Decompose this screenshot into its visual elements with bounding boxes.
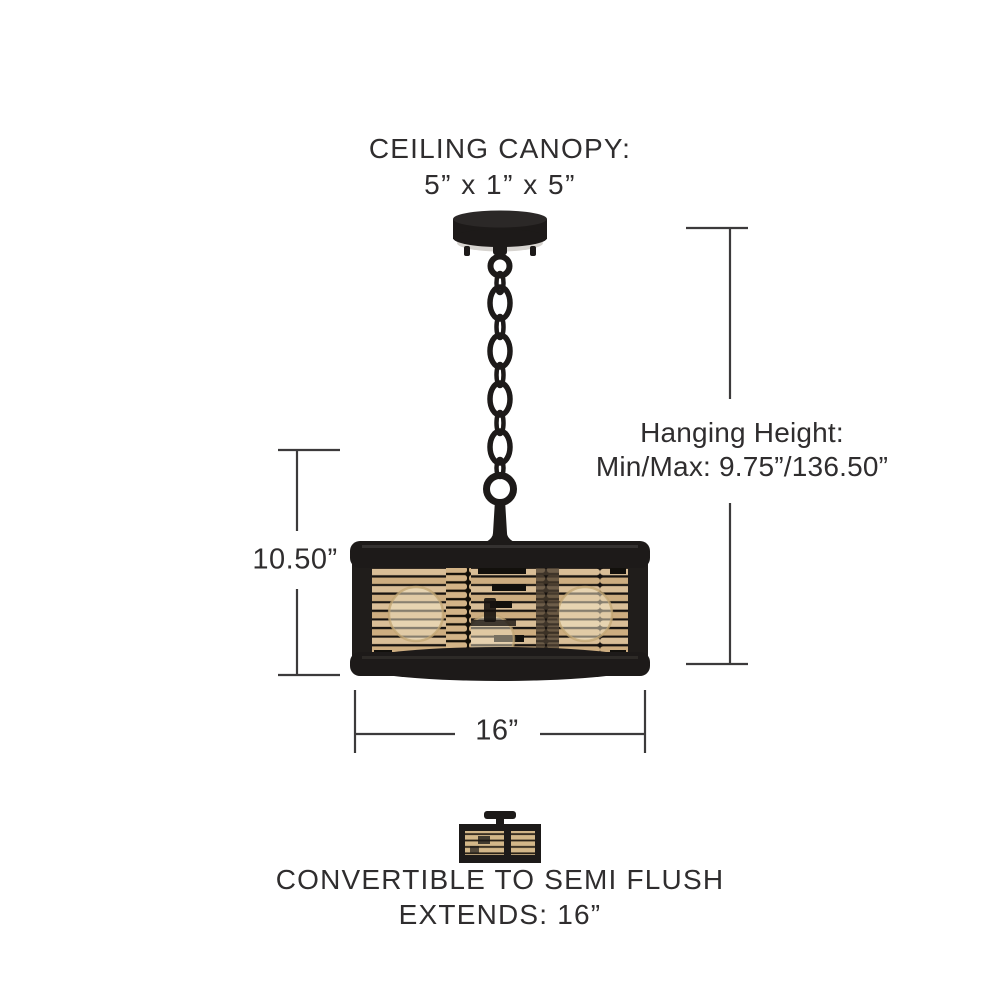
rattan-strip (446, 566, 471, 658)
ceiling-canopy-icon (453, 210, 547, 256)
ceiling-canopy-title: CEILING CANOPY: (368, 133, 632, 164)
hanging-height-annotation: Hanging Height: Min/Max: 9.75”/136.50” (596, 416, 888, 484)
semi-flush-annotation: CONVERTIBLE TO SEMI FLUSH EXTENDS: 16” (276, 862, 725, 932)
hanging-height-title: Hanging Height: (640, 417, 844, 448)
hanging-chain-icon (483, 253, 517, 506)
convertible-text: CONVERTIBLE TO SEMI FLUSH (275, 864, 725, 895)
drum-shade-icon (350, 541, 650, 681)
height-dimension-line (278, 448, 340, 677)
ceiling-canopy-size: 5” x 1” x 5” (424, 169, 576, 200)
fixture-width-annotation: 16” (475, 714, 519, 747)
light-bulbs-icon (387, 585, 614, 665)
semi-flush-icon (459, 811, 541, 863)
drum-post (536, 566, 559, 658)
drum-post (628, 556, 648, 664)
ceiling-canopy-annotation: CEILING CANOPY: 5” x 1” x 5” (369, 131, 631, 203)
hanging-height-dimension-line (686, 226, 748, 666)
width-dimension-line (353, 690, 647, 753)
extends-text: EXTENDS: 16” (398, 899, 602, 930)
drum-post (352, 556, 372, 664)
hanging-height-minmax: Min/Max: 9.75”/136.50” (595, 451, 889, 482)
drum-bottom-band (350, 652, 650, 676)
fixture-height-annotation: 10.50” (252, 543, 338, 576)
